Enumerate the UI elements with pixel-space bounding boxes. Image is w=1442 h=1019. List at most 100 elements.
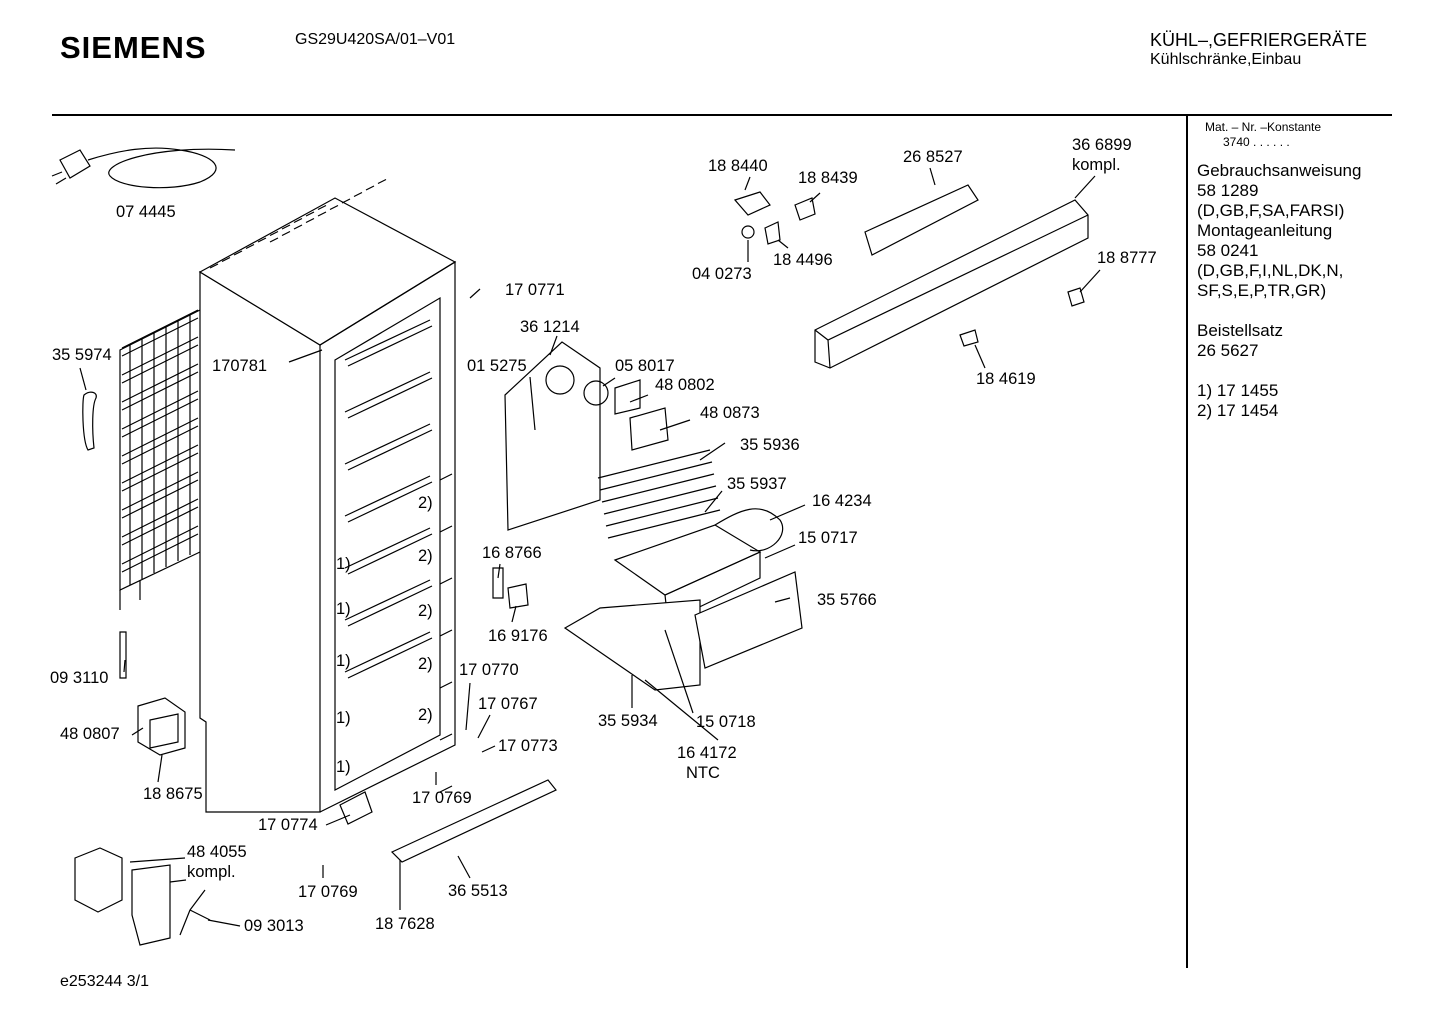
part-label: 48 0802 (655, 376, 715, 394)
vent-slot (305, 217, 315, 224)
rail-clip (439, 785, 453, 793)
part-label: 17 0774 (258, 816, 318, 834)
part-label: 17 0769 (298, 883, 358, 901)
category-sub: Kühlschränke,Einbau (1150, 51, 1302, 68)
shelf-rail (344, 371, 433, 419)
part-label: NTC (686, 764, 720, 782)
condenser-tube (121, 525, 199, 573)
part-label: 18 8439 (798, 169, 858, 187)
sidebar-line: 58 0241 (1197, 241, 1259, 260)
vent-slot (317, 204, 327, 211)
relay-box-drawing (733, 191, 816, 245)
footnote-callout: 1) (336, 600, 351, 618)
part-label: 17 0767 (478, 695, 538, 713)
footnote-callout: 2) (418, 494, 433, 512)
part-label: 18 8675 (143, 785, 203, 803)
rail-clip (439, 681, 453, 689)
shelf-rail (344, 527, 433, 575)
vent-slot (233, 250, 243, 256)
footnote-callout: 1) (336, 555, 351, 573)
part-label: 35 5937 (727, 475, 787, 493)
part-label: 35 5934 (598, 712, 658, 730)
top-vents (209, 178, 387, 269)
part-label: kompl. (1072, 156, 1121, 174)
cover-plate-drawing (504, 341, 609, 531)
vent-slot (257, 237, 267, 243)
shelf-rail (344, 475, 433, 523)
part-label: 36 5513 (448, 882, 508, 900)
part-label: 17 0771 (505, 281, 565, 299)
sidebar-line: 58 1289 (1197, 181, 1259, 200)
footnote-callout: 1) (336, 652, 351, 670)
footnote-callout: 1) (336, 709, 351, 727)
sidebar-line: Gebrauchsanweisung (1197, 161, 1362, 180)
part-label: 15 0717 (798, 529, 858, 547)
condenser-tubes (121, 309, 199, 585)
part-label: 48 0873 (700, 404, 760, 422)
brand-logo: SIEMENS (60, 30, 207, 65)
shelf-rail (344, 631, 433, 679)
control-panel-drawing (814, 199, 1089, 369)
drawer-drawing (563, 571, 803, 691)
vent-slot (353, 191, 363, 198)
fridge-cabinet-drawing (198, 197, 457, 813)
vent-slot (209, 263, 219, 269)
control-board-drawing (864, 184, 979, 256)
part-label: 36 6899 (1072, 136, 1132, 154)
condenser-tube (121, 390, 199, 438)
sidebar-line: (D,GB,F,SA,FARSI) (1197, 201, 1345, 220)
shelf-rail (344, 423, 433, 471)
vent-slot (269, 237, 279, 243)
sidebar-line: 26 5627 (1197, 341, 1259, 360)
rail-clip (439, 733, 453, 741)
footnote-callout: 2) (418, 706, 433, 724)
rail-clip (439, 473, 453, 481)
vent-slot (281, 224, 291, 230)
part-label: 04 0273 (692, 265, 752, 283)
category-main: KÜHL–,GEFRIERGERÄTE (1150, 30, 1368, 50)
part-label: 170781 (212, 357, 268, 375)
mat-nr-label: Mat. – Nr. –Konstante (1205, 120, 1322, 134)
vent-slot (245, 243, 255, 250)
vent-slot (365, 185, 375, 191)
part-label: 35 5974 (52, 346, 112, 364)
condenser-tube (121, 309, 199, 357)
part-label: 18 4496 (773, 251, 833, 269)
footnote-callout: 2) (418, 655, 433, 673)
part-label: 09 3110 (50, 669, 109, 687)
drawing-id: e253244 3/1 (60, 973, 149, 990)
part-label: 16 4234 (812, 492, 872, 510)
part-label: 17 0769 (412, 789, 472, 807)
model-code: GS29U420SA/01–V01 (295, 31, 456, 48)
part-label: 16 4172 (677, 744, 737, 762)
vent-slot (329, 204, 339, 211)
condenser-tube (121, 417, 199, 465)
part-label: 48 4055 (187, 843, 247, 861)
thermostat-sensor-drawing (119, 631, 127, 679)
header-divider (52, 114, 1392, 116)
fan-unit-drawing (74, 847, 211, 946)
part-label: 18 7628 (375, 915, 435, 933)
sidebar-line: (D,GB,F,I,NL,DK,N, (1197, 261, 1344, 280)
part-label: 17 0770 (459, 661, 519, 679)
vent-slot (293, 217, 303, 224)
footnote-callout: 1) (336, 758, 351, 776)
compressor-relay-drawing (137, 697, 186, 756)
shelf-rail (344, 319, 433, 367)
footnote-callout: 2) (418, 547, 433, 565)
vent-slot (293, 224, 303, 230)
part-label: 15 0718 (696, 713, 756, 731)
vent-slot (377, 178, 387, 185)
shelf-rail (344, 579, 433, 627)
condenser-tube (121, 336, 199, 384)
part-label: 05 8017 (615, 357, 675, 375)
power-cord-drawing (51, 147, 236, 189)
vent-slot (269, 230, 279, 237)
thermostat-housing-drawing (614, 379, 669, 451)
part-label: 26 8527 (903, 148, 963, 166)
part-label: 18 8440 (708, 157, 768, 175)
part-label: 35 5766 (817, 591, 877, 609)
condenser-tube (121, 444, 199, 492)
footnote-callout: 2) (418, 602, 433, 620)
